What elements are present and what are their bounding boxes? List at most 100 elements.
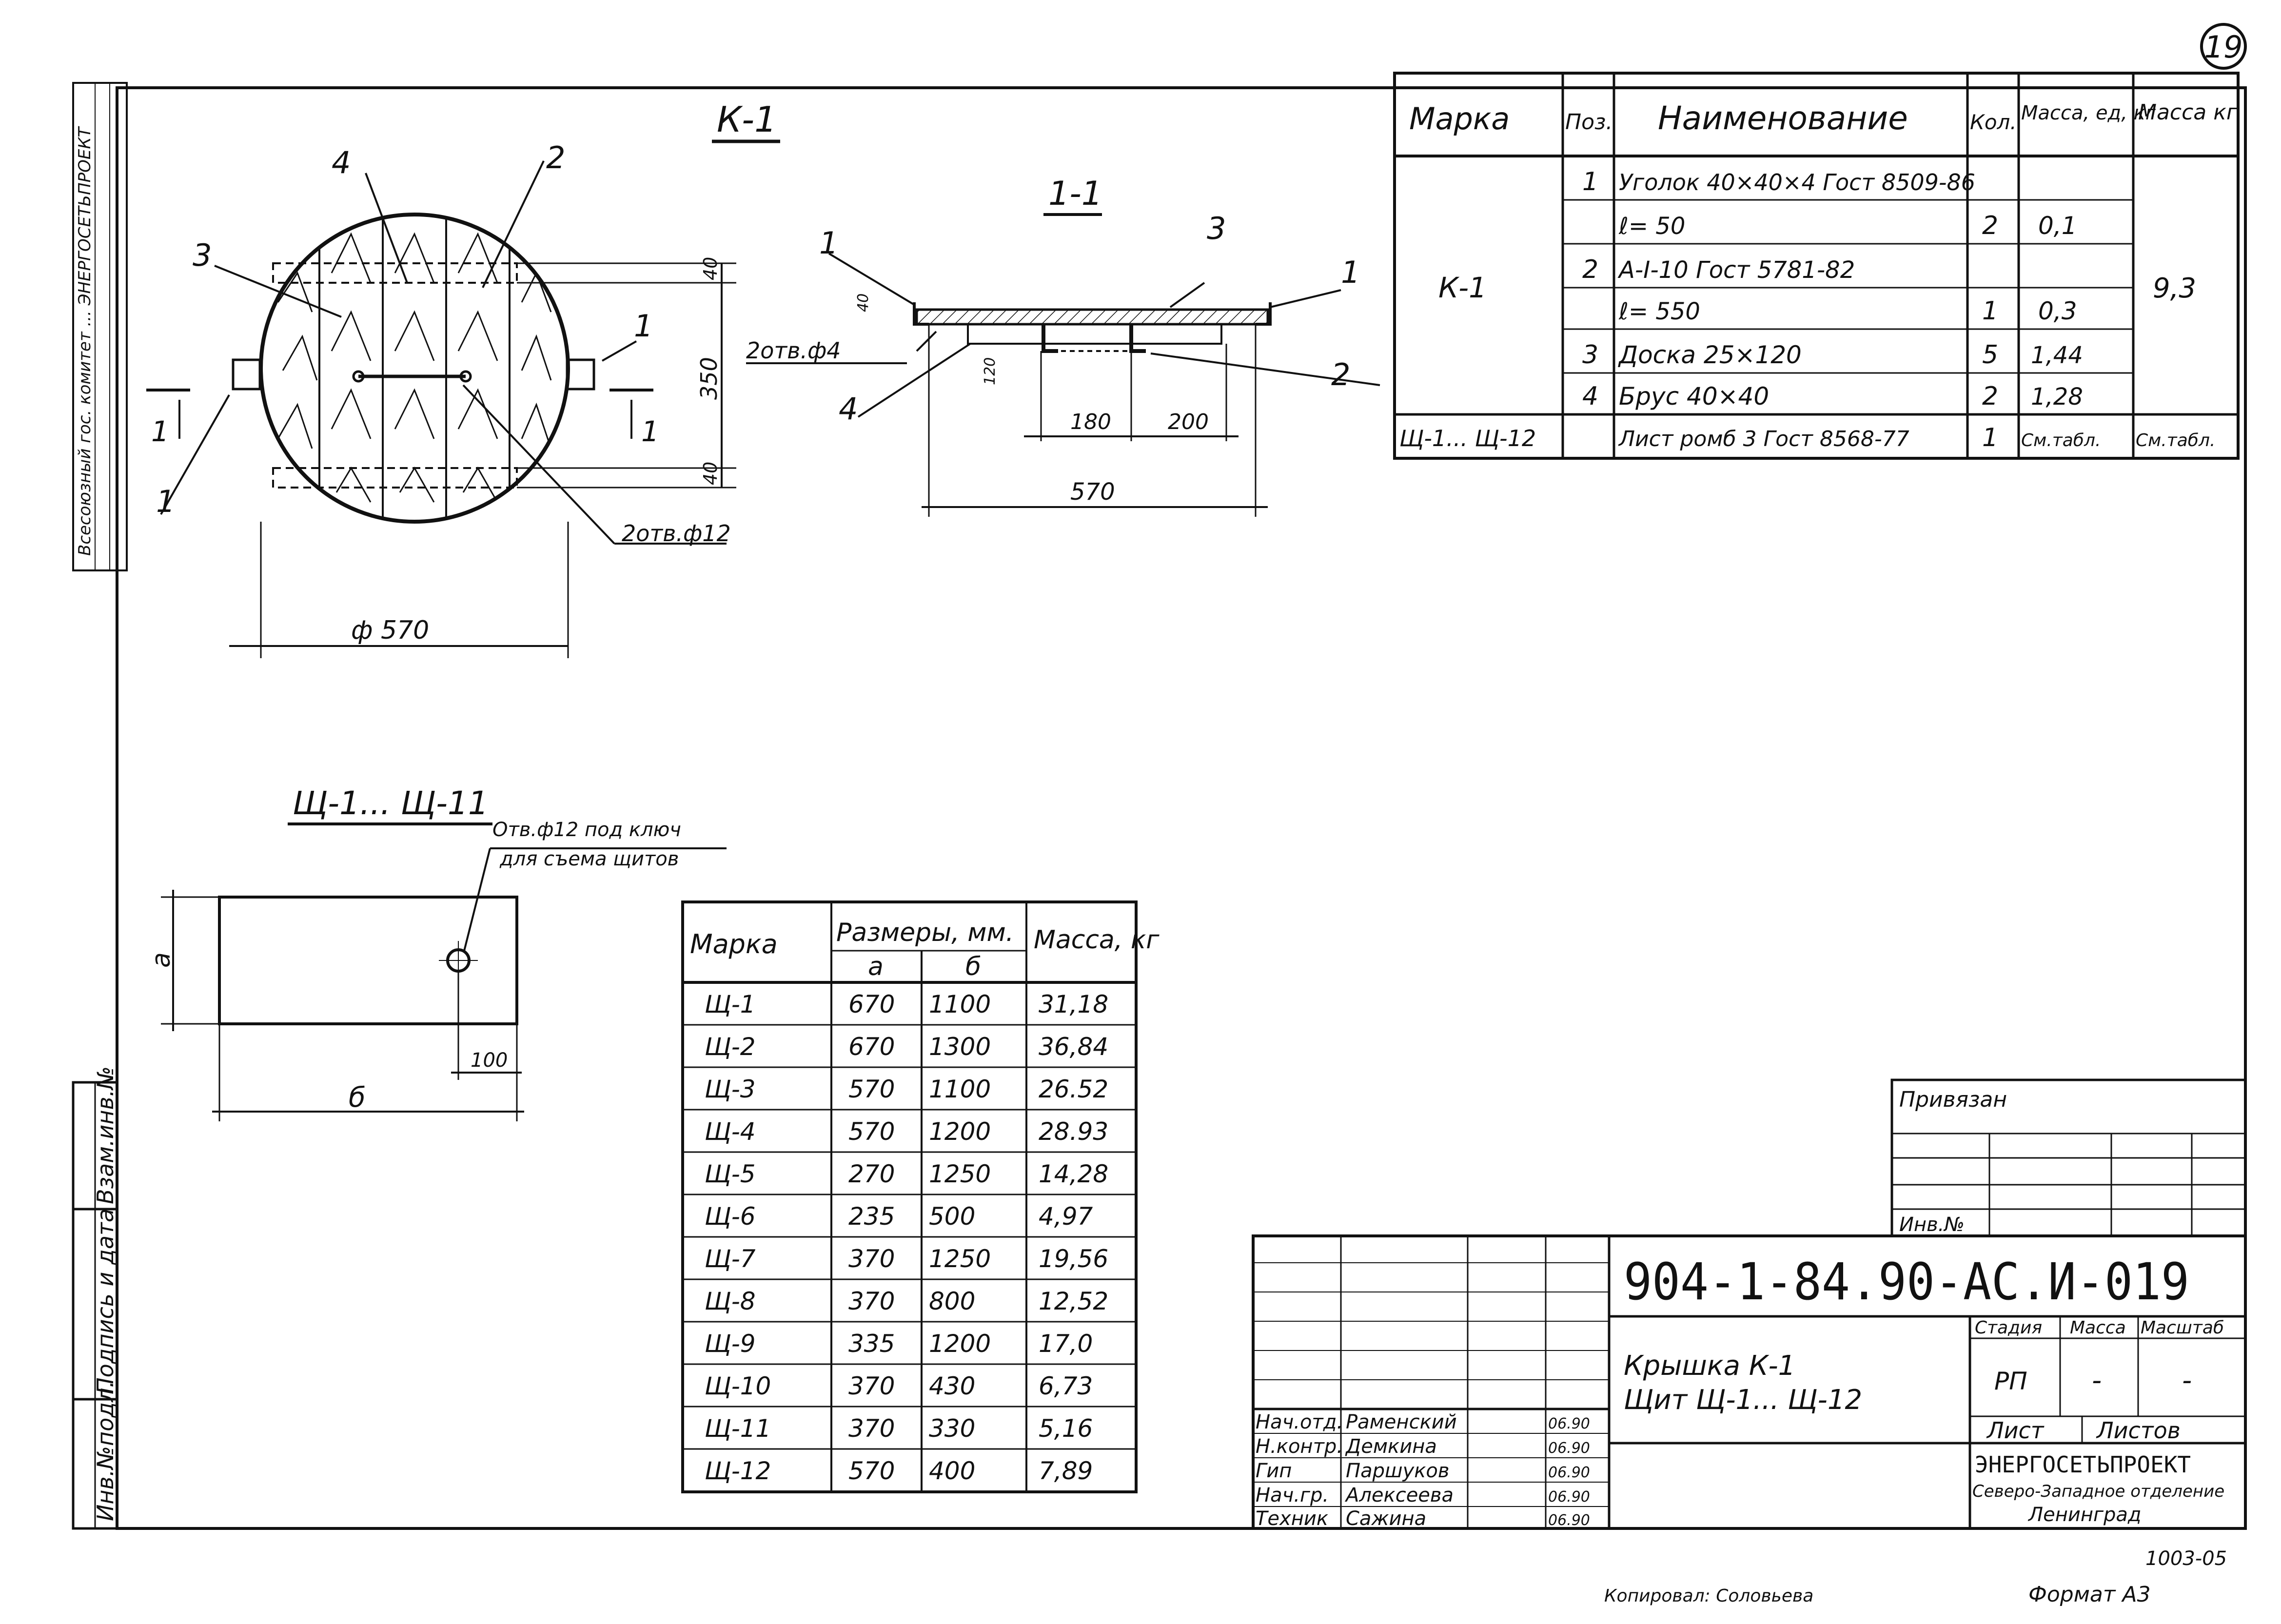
sheet-format: Формат А3 — [2028, 1582, 2151, 1607]
pt-cell-a: 335 — [848, 1330, 895, 1358]
sheet-number: 19 — [2204, 29, 2243, 65]
tb-stage-label: Стадия — [1975, 1318, 2042, 1338]
k1-dim-mid: 350 — [696, 357, 722, 400]
drawing-frame — [116, 86, 2247, 1530]
side-cell-signature-date: Подпись и дата — [92, 1209, 118, 1394]
pt-cell-mass: 7,89 — [1039, 1457, 1093, 1485]
panel-dim-a: а — [147, 952, 176, 968]
spec-row3-name: ℓ= 550 — [1618, 298, 1700, 325]
section-hole-label: 2отв.ф4 — [746, 337, 841, 364]
spec-row0-pos: 1 — [1582, 167, 1598, 196]
section-dim-200: 200 — [1168, 410, 1209, 434]
pt-cell-b: 1200 — [929, 1117, 991, 1146]
section-callout-3: 3 — [1207, 211, 1226, 246]
tb-inv: Инв.№ — [1899, 1213, 1965, 1236]
k1-dim-bot: 40 — [700, 462, 721, 485]
spec-row1-mass-unit: 0,1 — [2038, 212, 2077, 240]
pt-cell-a: 270 — [848, 1160, 895, 1188]
pt-cell-mark: Щ-8 — [705, 1287, 756, 1315]
panel-hole-note-1: Отв.ф12 под ключ — [492, 819, 681, 841]
pt-header-mark: Марка — [690, 929, 778, 959]
pt-cell-mass: 6,73 — [1039, 1372, 1093, 1400]
pt-cell-mark: Щ-3 — [705, 1075, 756, 1103]
section-dim-40: 40 — [855, 293, 872, 312]
tb-staff-name: Алексеева — [1344, 1484, 1454, 1507]
pt-cell-b: 1100 — [929, 990, 991, 1018]
tb-title-line2: Щит Щ-1... Щ-12 — [1624, 1384, 1862, 1416]
tb-staff-name: Паршуков — [1346, 1460, 1449, 1482]
section-callout-4: 4 — [839, 391, 858, 427]
k1-hole-label: 2отв.ф12 — [622, 520, 731, 547]
view-section-1-1: 1-1 1 1 2 3 4 2отв.ф4 40 120 — [746, 175, 1380, 517]
pt-cell-mark: Щ-1 — [705, 990, 756, 1018]
k1-callout-1-right: 1 — [634, 308, 653, 344]
pt-cell-a: 570 — [848, 1457, 895, 1485]
pt-cell-a: 370 — [848, 1372, 895, 1400]
pt-cell-mark: Щ-12 — [705, 1457, 771, 1485]
k1-angle-lug-right — [566, 358, 595, 391]
pt-cell-a: 570 — [848, 1075, 895, 1103]
tb-staff-name: Демкина — [1345, 1435, 1437, 1458]
k1-section-mark-left: 1 — [151, 415, 169, 448]
pt-cell-mass: 31,18 — [1039, 990, 1108, 1018]
left-stamp-text: Всесоюзный гос. комитет ... ЭНЕРГОСЕТЬПР… — [75, 126, 95, 556]
spec-row5-name: Брус 40×40 — [1619, 382, 1769, 411]
spec-row6-mark: Щ-1... Щ-12 — [1399, 425, 1536, 451]
tb-mass-label: Масса — [2070, 1318, 2126, 1338]
spec-header-name: Наименование — [1658, 99, 1908, 137]
pt-cell-b: 1300 — [929, 1033, 991, 1061]
tb-staff-date: 06.90 — [1548, 1464, 1590, 1481]
tb-staff-date: 06.90 — [1548, 1415, 1590, 1432]
pt-cell-mass: 4,97 — [1039, 1202, 1093, 1231]
k1-section-mark-right: 1 — [641, 415, 659, 448]
tb-staff-date: 06.90 — [1548, 1488, 1590, 1506]
k1-dim-diameter: ф 570 — [351, 616, 429, 645]
left-stamp-strip: Всесоюзный гос. комитет ... ЭНЕРГОСЕТЬПР… — [72, 82, 128, 571]
pt-cell-a: 370 — [848, 1287, 895, 1315]
tb-stage: РП — [1994, 1367, 2027, 1395]
tb-staff-role: Нач.отд. — [1256, 1411, 1343, 1433]
pt-cell-a: 670 — [848, 1033, 895, 1061]
panel-hole-note-2: для съема щитов — [499, 848, 679, 870]
pt-cell-a: 370 — [848, 1414, 895, 1443]
pt-cell-b: 800 — [929, 1287, 975, 1315]
spec-row3-mass-unit: 0,3 — [2038, 297, 2077, 325]
k1-callout-4: 4 — [332, 145, 351, 180]
pt-cell-mark: Щ-10 — [705, 1372, 771, 1400]
section-callout-1-right: 1 — [1341, 254, 1360, 290]
pt-cell-mark: Щ-11 — [705, 1414, 771, 1443]
tb-staff-name: Сажина — [1346, 1507, 1426, 1530]
pt-cell-mark: Щ-4 — [705, 1117, 756, 1146]
tb-staff-role: Нач.гр. — [1256, 1484, 1329, 1507]
k1-batten-bottom — [272, 467, 518, 489]
spec-header-mass-unit: Масса, ед, кг — [2021, 102, 2156, 124]
pt-cell-a: 570 — [848, 1117, 895, 1146]
k1-wood-boards — [277, 216, 552, 520]
tb-staff-role: Гип — [1256, 1460, 1292, 1482]
k1-cover-circle — [259, 213, 570, 524]
spec-row5-pos: 4 — [1582, 382, 1598, 411]
spec-header-mark: Марка — [1409, 101, 1510, 137]
tb-scale-label: Масштаб — [2141, 1318, 2224, 1338]
tb-doc-code: 904-1-84.90-АС.И-019 — [1624, 1252, 2189, 1311]
pt-cell-b: 500 — [929, 1202, 975, 1231]
spec-row3-qty: 1 — [1982, 296, 1998, 326]
tb-staff-name: Раменский — [1346, 1411, 1457, 1433]
pt-cell-b: 400 — [929, 1457, 975, 1485]
sheet-number-badge: 19 — [2200, 23, 2247, 70]
pt-cell-mass: 28.93 — [1039, 1117, 1108, 1146]
spec-row5-mass-unit: 1,28 — [2031, 383, 2083, 411]
pt-cell-b: 1100 — [929, 1075, 991, 1103]
tb-mass: - — [2092, 1365, 2102, 1396]
spec-row6-mass: См.табл. — [2136, 430, 2215, 450]
spec-row4-name: Доска 25×120 — [1618, 341, 1802, 369]
spec-row2-name: А-I-10 Гост 5781-82 — [1617, 256, 1855, 284]
spec-row0-name: Уголок 40×40×4 Гост 8509-86 — [1619, 169, 1975, 196]
pt-cell-b: 1200 — [929, 1330, 991, 1358]
k1-angle-lug-left — [232, 358, 261, 391]
tb-staff-date: 06.90 — [1548, 1440, 1590, 1457]
